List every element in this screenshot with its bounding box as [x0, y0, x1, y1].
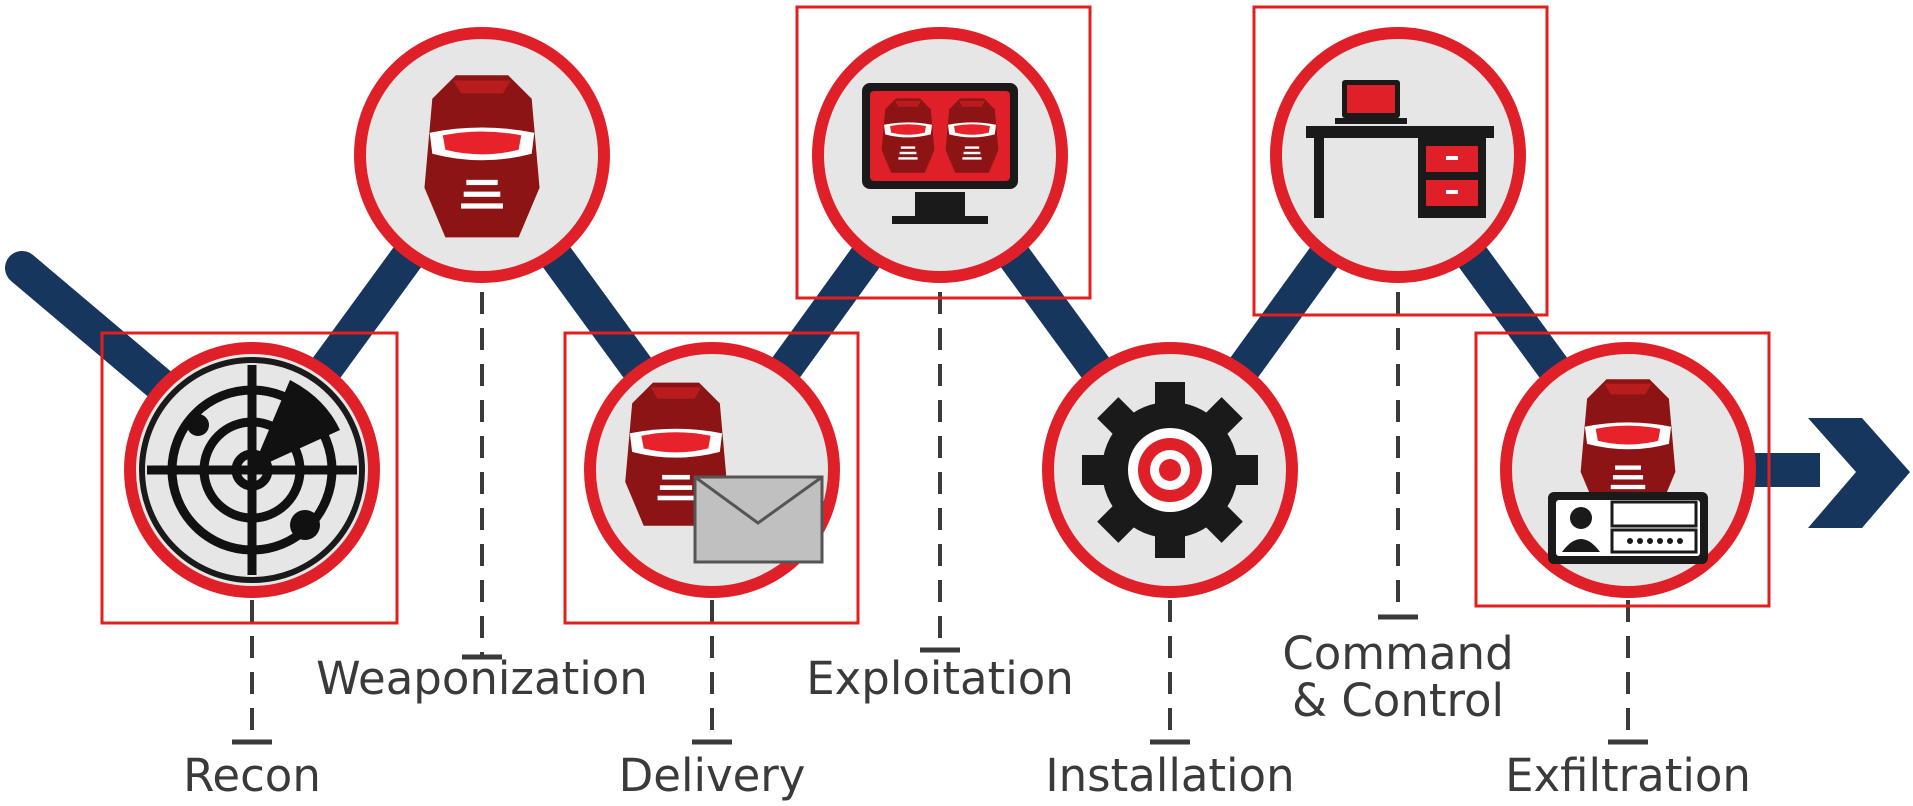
radar-icon: [147, 365, 357, 575]
label-exploitation: Exploitation: [806, 652, 1074, 705]
highlight-box-command-control: [1252, 5, 1549, 317]
envelope-icon: [693, 475, 824, 564]
robot-head-icon: [945, 98, 999, 173]
stage-exploitation[interactable]: [812, 27, 1068, 283]
stage-exfiltration[interactable]: [1500, 342, 1756, 598]
highlight-box-delivery: [563, 331, 860, 625]
highlight-boxes: [100, 5, 1771, 625]
stage-installation[interactable]: [1042, 342, 1298, 598]
stage-weaponization[interactable]: [354, 27, 610, 283]
stage-recon[interactable]: [124, 342, 380, 598]
highlight-box-exfiltration: [1474, 331, 1771, 608]
stage-command-control[interactable]: [1270, 27, 1526, 283]
desk-laptop-icon: [1306, 80, 1494, 218]
drop-lines: [250, 292, 1630, 740]
label-command-control: Command & Control: [1282, 627, 1514, 728]
gear-target-icon: [1082, 382, 1258, 558]
label-exfiltration: Exfiltration: [1505, 749, 1751, 802]
stage-delivery[interactable]: [584, 342, 840, 598]
label-recon: Recon: [183, 749, 321, 802]
label-weaponization: Weaponization: [316, 652, 648, 705]
id-card-icon: [1548, 492, 1708, 564]
robot-head-icon: [881, 98, 935, 173]
arrow-head-icon: [1808, 418, 1910, 528]
label-delivery: Delivery: [618, 749, 806, 802]
highlight-box-exploitation: [795, 5, 1092, 300]
highlight-box-recon: [100, 331, 399, 625]
robot-head-icon: [424, 75, 540, 238]
drop-line-ticks: [232, 614, 1648, 745]
label-installation: Installation: [1045, 749, 1295, 802]
